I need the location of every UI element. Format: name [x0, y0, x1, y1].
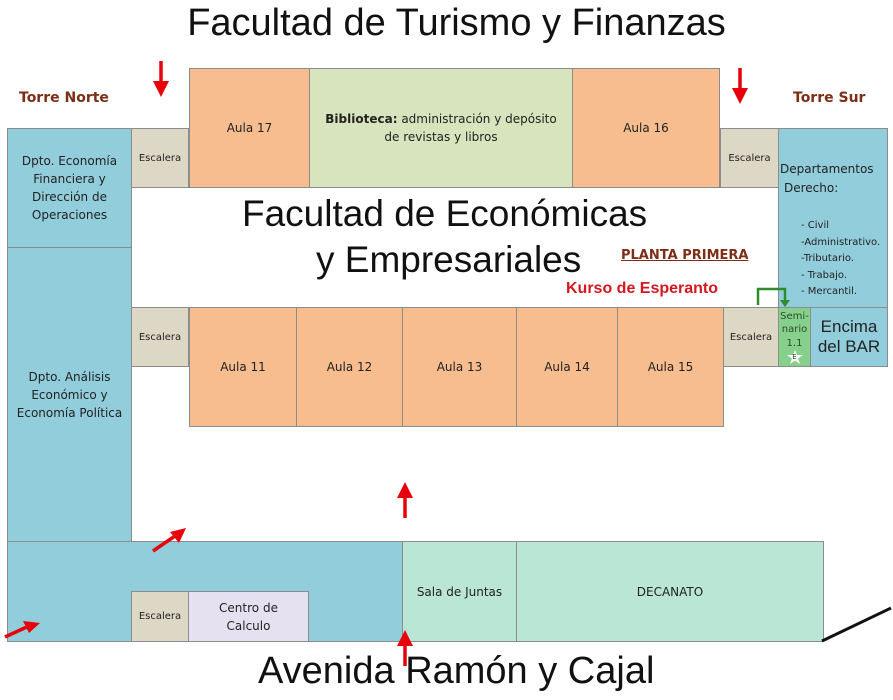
esperanto-star-icon: E — [786, 350, 803, 365]
esperanto-course-label: Kurso de Esperanto — [566, 280, 719, 297]
dpto-derecho-title1: Departamentos — [780, 162, 874, 176]
dpto-derecho[interactable]: Departamentos Derecho: - Civil -Administ… — [778, 128, 888, 308]
centro-line1: Centro de — [219, 600, 278, 615]
escalera-mid-right[interactable]: Escalera — [723, 307, 779, 367]
encima-line2: del BAR — [817, 337, 881, 356]
dpto-ef-line3: Dirección de — [32, 190, 107, 204]
seminario-line2: nario — [781, 324, 808, 336]
dpto-derecho-list: - Civil -Administrativo. -Tributario. - … — [801, 218, 880, 301]
entrance-arrow-up-icon — [397, 482, 413, 518]
derecho-item: - Civil — [801, 220, 830, 231]
dpto-ae-line2: Económico y — [31, 388, 108, 402]
dpto-ef-line2: Financiera y — [33, 172, 106, 186]
torre-sur-label: Torre Sur — [793, 90, 866, 106]
escalera-bottom[interactable]: Escalera — [131, 591, 189, 642]
biblioteca[interactable]: Biblioteca: administración y depósito de… — [309, 68, 573, 188]
corridor-left — [7, 247, 132, 542]
dpto-ef-line4: Operaciones — [31, 208, 108, 222]
aula-16[interactable]: Aula 16 — [572, 68, 720, 188]
torre-norte-label: Torre Norte — [19, 90, 109, 106]
centro-de-calculo[interactable]: Centro de Calculo — [188, 591, 309, 642]
aula-15[interactable]: Aula 15 — [617, 307, 724, 427]
entrance-arrow-down-icon — [732, 68, 748, 104]
seminario-line3: 1.1 — [786, 337, 803, 349]
dpto-derecho-title: Departamentos Derecho: — [780, 160, 874, 198]
aula-17[interactable]: Aula 17 — [189, 68, 310, 188]
dpto-derecho-title2: Derecho: — [784, 181, 839, 196]
escalera-mid-left[interactable]: Escalera — [131, 307, 189, 367]
decanato[interactable]: DECANATO — [516, 541, 824, 642]
title-avenida: Avenida Ramón y Cajal — [258, 650, 655, 692]
title-economicas-line2: y Empresariales — [316, 239, 582, 280]
encima-line1: Encima — [820, 316, 878, 336]
aula-12[interactable]: Aula 12 — [296, 307, 403, 427]
derecho-item: -Tributario. — [801, 253, 854, 264]
encima-del-bar[interactable]: Encima del BAR — [810, 307, 888, 367]
dpto-ef-line1: Dpto. Economía — [21, 154, 118, 168]
biblioteca-bold: Biblioteca: — [325, 112, 398, 126]
street-boundary-line — [821, 606, 892, 643]
escalera-top-right[interactable]: Escalera — [720, 128, 779, 188]
star-letter: E — [792, 353, 797, 362]
dpto-economia-financiera[interactable]: Dpto. Economía Financiera y Dirección de… — [7, 128, 132, 248]
derecho-item: - Mercantil. — [801, 286, 858, 297]
biblioteca-line1: Biblioteca: administración y depósito — [325, 110, 556, 128]
entrance-arrow-diagonal-icon — [4, 621, 40, 639]
title-turismo: Facultad de Turismo y Finanzas — [187, 2, 726, 44]
dpto-ae-line1: Dpto. Análisis — [28, 370, 111, 384]
entrance-arrow-down-icon — [153, 61, 169, 97]
connector-arrow — [756, 287, 790, 307]
aula-14[interactable]: Aula 14 — [516, 307, 618, 427]
entrance-arrow-diagonal-icon — [152, 528, 186, 553]
derecho-item: - Trabajo. — [801, 269, 848, 281]
sala-de-juntas[interactable]: Sala de Juntas — [402, 541, 517, 642]
aula-13[interactable]: Aula 13 — [402, 307, 517, 427]
seminario-line1: Semi- — [780, 310, 809, 322]
centro-line2: Calculo — [226, 618, 271, 633]
escalera-top-left[interactable]: Escalera — [131, 128, 189, 188]
biblioteca-desc1: administración y depósito — [401, 112, 557, 126]
biblioteca-line2: de revistas y libros — [384, 130, 498, 144]
derecho-item: -Administrativo. — [801, 236, 881, 248]
title-economicas-line1: Facultad de Económicas — [242, 193, 648, 234]
dpto-analisis-economico[interactable]: Dpto. Análisis Económico y Economía Polí… — [7, 368, 132, 422]
aula-11[interactable]: Aula 11 — [189, 307, 297, 427]
planta-label: PLANTA PRIMERA — [621, 248, 749, 263]
seminario-1-1[interactable]: Semi- nario 1.1 E — [778, 307, 811, 367]
entrance-arrow-up-icon — [397, 630, 413, 666]
dpto-ae-line3: Economía Política — [16, 406, 123, 420]
